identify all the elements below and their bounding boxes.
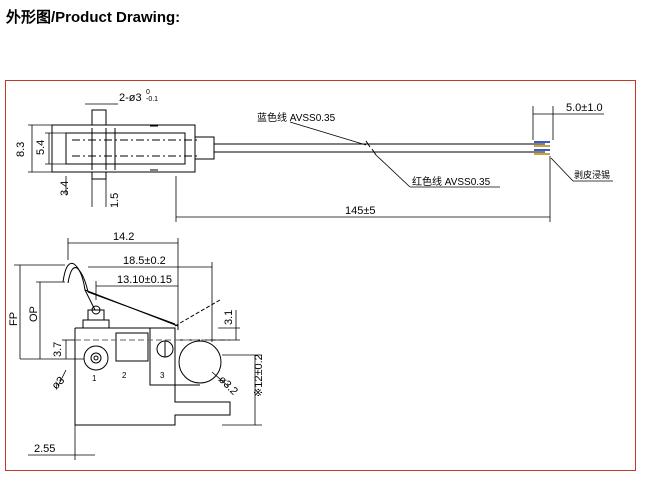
strip-length-label: 5.0±1.0 <box>566 102 603 114</box>
cable-length-label: 145±5 <box>345 205 376 217</box>
inner-height-dim-label: 5.4 <box>35 140 47 155</box>
dim-2-55-label: 2.55 <box>34 443 55 455</box>
wire-ends <box>534 141 550 155</box>
hole-right-label: ø3.2 <box>216 374 240 398</box>
fp-label: FP <box>8 312 20 326</box>
op-label: OP <box>28 306 40 322</box>
wire-red-label: 红色线 AVSS0.35 <box>412 175 491 188</box>
hole-dim-label: 2-ø3 <box>119 92 142 104</box>
dim-18-5-label: 18.5±0.2 <box>123 255 166 267</box>
tin-note-label: 剥皮浸锡 <box>574 169 610 180</box>
terminal-marker-3: 3 <box>160 371 165 380</box>
hole-left-label: ø3 <box>50 375 68 393</box>
dim-3-7-label: 3.7 <box>52 342 64 357</box>
dim-3-1-label: 3.1 <box>223 310 235 325</box>
side-dimensions <box>14 238 262 460</box>
terminal-marker-2: 2 <box>122 371 127 380</box>
top-dimensions <box>28 103 613 222</box>
hole-tol-upper: 0 <box>146 89 150 96</box>
dim-14-2-label: 14.2 <box>113 231 134 243</box>
height-12-label: ※12±0.2 <box>253 354 265 397</box>
wire-blue-label: 蓝色线 AVSS0.35 <box>257 111 336 124</box>
thickness-dim-label: 1.5 <box>109 193 121 208</box>
top-view <box>51 109 545 180</box>
dim-13-10-label: 13.10±0.15 <box>117 274 172 286</box>
offset-dim-label: 3.4 <box>59 181 71 196</box>
page-heading: 外形图/Product Drawing: <box>6 9 181 26</box>
height-dim-label: 8.3 <box>15 142 27 157</box>
hole-tol-lower: -0.1 <box>146 96 158 103</box>
terminal-marker-1: 1 <box>92 374 97 383</box>
side-view <box>62 262 231 426</box>
drawing-frame <box>5 80 636 471</box>
